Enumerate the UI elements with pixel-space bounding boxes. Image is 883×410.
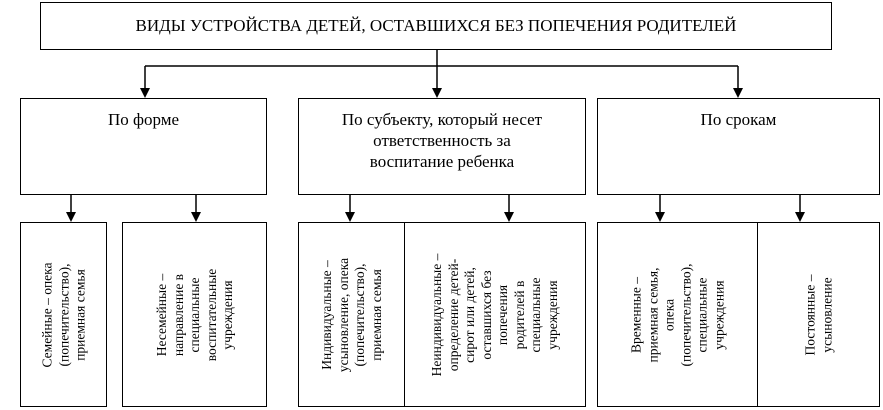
leaf-temporary-line-5: специальные: [694, 277, 709, 352]
leaf-family-line-3: приемная семья: [71, 268, 87, 361]
category-subject-label-line-3: воспитание ребенка: [369, 152, 515, 171]
leaf-nonfamily-line-1: Несемейные –: [153, 273, 169, 356]
leaf-nonindividual-line-7: специальные: [528, 277, 543, 352]
leaf-nonindividual-line-6: родителей в: [511, 280, 527, 349]
title-text: ВИДЫ УСТРОЙСТВА ДЕТЕЙ, ОСТАВШИХСЯ БЕЗ ПО…: [135, 16, 737, 35]
leaf-family-line-2: (попечительство),: [55, 263, 71, 366]
leaf-permanent-box: Постоянные – усыновление: [757, 222, 880, 407]
category-form-box: По форме: [20, 98, 267, 195]
leaf-nonfamily-line-5: учреждения: [219, 279, 235, 350]
title-box: ВИДЫ УСТРОЙСТВА ДЕТЕЙ, ОСТАВШИХСЯ БЕЗ ПО…: [40, 2, 832, 50]
leaf-arrow-1: [66, 212, 76, 222]
leaf-individual-box: Индивидуальные – усыновление, опека (поп…: [298, 222, 405, 407]
leaf-arrow-4: [504, 212, 514, 222]
leaf-nonindividual-line-4: оставшихся без: [478, 269, 494, 360]
category-arrow-3: [733, 88, 743, 98]
leaf-individual-line-4: приемная семья: [368, 268, 383, 361]
leaf-temporary-line-3: опека: [661, 298, 676, 331]
category-subject-label-line-1: По субъекту, который несет: [341, 110, 543, 129]
leaf-arrow-3: [345, 212, 355, 222]
leaf-nonindividual-line-5: попечения: [495, 284, 510, 345]
leaf-permanent-line-2: усыновление: [818, 276, 834, 353]
leaf-family-line-1: Семейные – опека: [38, 261, 54, 368]
leaf-nonfamily-box: Несемейные – направление в специальные в…: [122, 222, 267, 407]
leaf-arrow-2: [191, 212, 201, 222]
leaf-nonindividual-box: Неиндивидуальные – определение детей- си…: [404, 222, 586, 407]
leaf-nonindividual-line-1: Неиндивидуальные –: [429, 253, 444, 376]
leaf-nonfamily-line-4: воспитательные: [202, 268, 218, 361]
leaf-arrow-6: [795, 212, 805, 222]
leaf-individual-line-1: Индивидуальные –: [318, 259, 334, 370]
leaf-temporary-line-4: (попечительство),: [677, 263, 693, 366]
leaf-nonindividual-line-3: сирот или детей,: [462, 266, 477, 363]
category-subject-box: По субъекту, который несет ответственнос…: [298, 98, 586, 195]
leaf-arrow-5: [655, 212, 665, 222]
category-subject-label-line-2: ответственность за: [373, 131, 511, 150]
category-arrow-2: [432, 88, 442, 98]
category-term-box: По срокам: [597, 98, 880, 195]
leaf-temporary-line-1: Временные –: [628, 276, 643, 353]
category-arrow-1: [140, 88, 150, 98]
leaf-nonindividual-line-2: определение детей-: [445, 258, 461, 371]
leaf-family-box: Семейные – опека (попечительство), прием…: [20, 222, 107, 407]
leaf-nonfamily-line-3: специальные: [186, 277, 202, 352]
leaf-nonindividual-line-8: учреждения: [544, 279, 560, 350]
leaf-temporary-line-2: приемная семья,: [644, 267, 660, 362]
leaf-permanent-line-1: Постоянные –: [802, 274, 817, 355]
category-form-label: По форме: [107, 110, 180, 129]
category-term-label: По срокам: [700, 110, 777, 129]
leaf-individual-line-3: (попечительство),: [351, 263, 367, 366]
leaf-nonfamily-line-2: направление в: [169, 273, 185, 356]
leaf-individual-line-2: усыновление, опека: [335, 257, 350, 372]
leaf-temporary-line-6: учреждения: [710, 279, 726, 350]
leaf-temporary-box: Временные – приемная семья, опека (попеч…: [597, 222, 758, 407]
